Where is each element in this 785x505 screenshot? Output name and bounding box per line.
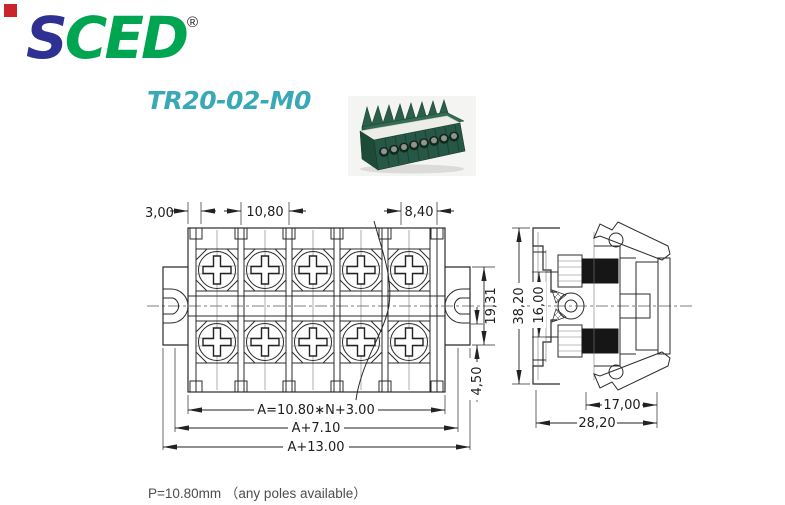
logo-letter-s: S [26,4,68,72]
clamp-screw-top [557,254,619,288]
dim-8-40: 8,40 [405,205,434,220]
break-line [355,220,391,401]
mounting-ear-right [444,266,471,346]
technical-drawing: 3,00 10,80 8,40 19,31 4,50 A=10.80∗N+3.0… [145,202,692,455]
product-photo [348,96,476,176]
logo-red-square [4,4,17,17]
hinge-detail [551,289,585,323]
side-view-dimensions: 38,20 16,00 17,00 28,20 [512,227,657,431]
housing-outline [187,227,446,393]
center-channel [188,295,445,317]
side-view [512,221,692,391]
barrier-walls [195,228,438,392]
registered-trademark-symbol: ® [187,14,199,31]
dim-a-plus-7-10: A+7.10 [292,421,341,436]
pole-centerlines [216,230,410,390]
dim-a-plus-13-00: A+13.00 [287,440,344,455]
housing-section [593,221,671,391]
brand-logo: SCED [26,2,189,74]
screw-row [379,131,459,157]
dim-17-00: 17,00 [603,398,640,413]
mounting-ear-left [162,266,189,346]
dim-10-80: 10,80 [246,205,283,220]
dim-38-20: 38,20 [512,287,527,324]
dim-28-20: 28,20 [578,416,615,431]
front-view-dimensions: 3,00 10,80 8,40 19,31 4,50 A=10.80∗N+3.0… [145,202,658,455]
front-view [147,220,497,401]
strip-notches [189,227,444,393]
dim-4-50: 4,50 [470,367,485,396]
dim-3-00: 3,00 [145,206,174,221]
pitch-note: P=10.80mm （any poles available） [148,486,367,501]
product-model-number: TR20-02-M0 [147,86,311,115]
clamp-screw-bottom [557,324,619,358]
dim-19-31: 19,31 [484,287,499,324]
dim-16-00: 16,00 [532,286,547,323]
terminal-block-body [359,99,466,171]
dim-formula: A=10.80∗N+3.00 [257,403,374,418]
logo-letters-ced: CED [64,4,189,72]
